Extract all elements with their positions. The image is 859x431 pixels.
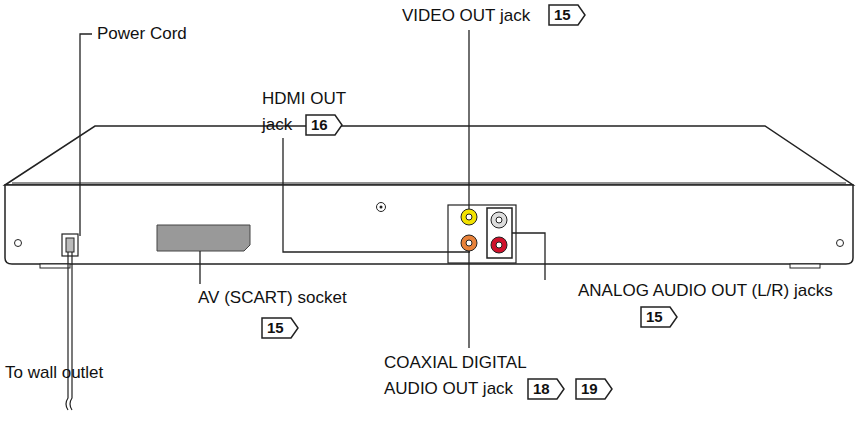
part-label: COAXIAL DIGITAL AUDIO OUT jack [384, 350, 549, 402]
scart-socket [157, 225, 250, 251]
foot [40, 264, 70, 268]
callout-number: 18 [527, 378, 561, 400]
jack-panel [448, 205, 516, 263]
housing-edge [12, 183, 846, 184]
coax-jack [461, 235, 477, 251]
leader-line [512, 233, 545, 280]
audio-r-jack [496, 242, 502, 248]
part-label: VIDEO OUT jack [402, 3, 530, 29]
power-inlet [66, 238, 74, 252]
video-jack [461, 209, 477, 225]
part-label: AV (SCART) socket [198, 285, 347, 311]
housing-top [5, 126, 853, 185]
screw [377, 203, 386, 212]
audio-bracket [487, 208, 512, 258]
audio-l-jack [496, 217, 502, 223]
page-reference: 15 [261, 317, 295, 339]
callout-frame [549, 5, 585, 25]
callout-frame [576, 379, 612, 399]
audio-l-jack [491, 212, 507, 228]
page-reference: 16 [305, 114, 339, 136]
video-jack [466, 214, 472, 220]
callout-frame [528, 379, 564, 399]
page-reference: 15 [548, 4, 582, 26]
page-reference: 18 [527, 378, 561, 400]
callout-number: 15 [261, 317, 295, 339]
callout-frame [306, 115, 342, 135]
power-cord [70, 252, 72, 410]
callout-number: 15 [548, 4, 582, 26]
leader-line [199, 251, 200, 284]
page-reference: 19 [575, 378, 609, 400]
part-label: To wall outlet [5, 360, 103, 386]
callout-frame [262, 318, 298, 338]
hole [837, 240, 844, 247]
power-inlet [62, 234, 78, 256]
callout-frame [641, 307, 677, 327]
callout-number: 19 [575, 378, 609, 400]
leader-line [283, 138, 470, 252]
power-cord [66, 252, 68, 410]
screw [380, 206, 383, 209]
hole [15, 240, 22, 247]
coax-jack [466, 240, 472, 246]
page-reference: 15 [640, 306, 674, 328]
callout-number: 15 [640, 306, 674, 328]
foot [790, 264, 820, 268]
leader-line [468, 251, 469, 348]
part-label: ANALOG AUDIO OUT (L/R) jacks [578, 278, 853, 304]
callout-number: 16 [305, 114, 339, 136]
leader-line [468, 30, 469, 209]
part-label: Power Cord [97, 21, 187, 47]
leader-line [80, 34, 92, 236]
audio-r-jack [491, 237, 507, 253]
